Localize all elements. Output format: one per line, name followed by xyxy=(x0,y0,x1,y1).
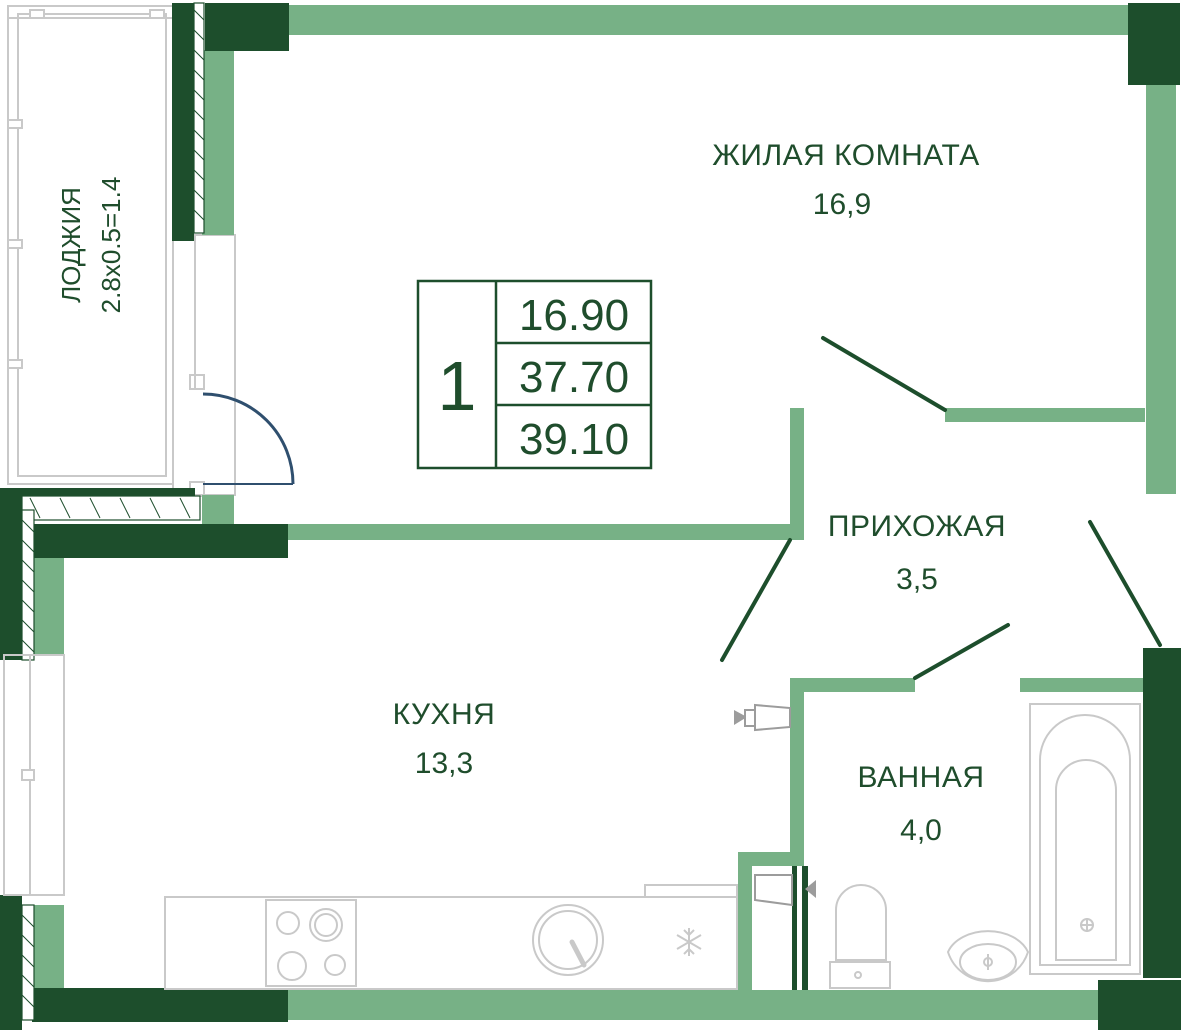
loggia-formula: 2.8x0.5=1.4 xyxy=(96,177,126,314)
summary-living-area: 16.90 xyxy=(519,291,629,340)
interior-walls xyxy=(34,5,1176,1020)
stove-icon xyxy=(265,899,357,987)
kitchen-area: 13,3 xyxy=(415,747,473,780)
loggia xyxy=(7,5,174,485)
sink-icon xyxy=(532,904,604,976)
summary-box xyxy=(416,279,653,470)
vent-marker-bath xyxy=(754,874,816,907)
hall-label: ПРИХОЖАЯ xyxy=(828,510,1006,543)
bathtub-icon xyxy=(1029,703,1141,975)
hall-area: 3,5 xyxy=(896,563,938,596)
summary-total-area: 37.70 xyxy=(519,353,629,402)
door-swings xyxy=(720,336,1162,680)
kitchen-counter xyxy=(164,884,738,990)
washbasin-icon xyxy=(946,930,1030,983)
snowflake-icon xyxy=(676,928,702,956)
living-room-label: ЖИЛАЯ КОМНАТА xyxy=(712,139,980,172)
summary-total-with-loggia: 39.10 xyxy=(519,415,629,464)
loggia-label: ЛОДЖИЯ xyxy=(56,187,86,303)
vent-marker-kitchen xyxy=(734,703,791,732)
bathroom-label: ВАННАЯ xyxy=(857,761,984,794)
exterior-walls xyxy=(0,3,1181,1030)
kitchen-label: КУХНЯ xyxy=(393,698,496,731)
summary-rooms-count: 1 xyxy=(438,347,477,425)
bathroom-area: 4,0 xyxy=(900,814,942,847)
living-room-area: 16,9 xyxy=(813,188,871,221)
toilet-icon xyxy=(829,884,891,989)
kitchen-window xyxy=(3,654,65,896)
loggia-door-frame xyxy=(172,234,236,497)
loggia-door-swing xyxy=(202,392,295,485)
